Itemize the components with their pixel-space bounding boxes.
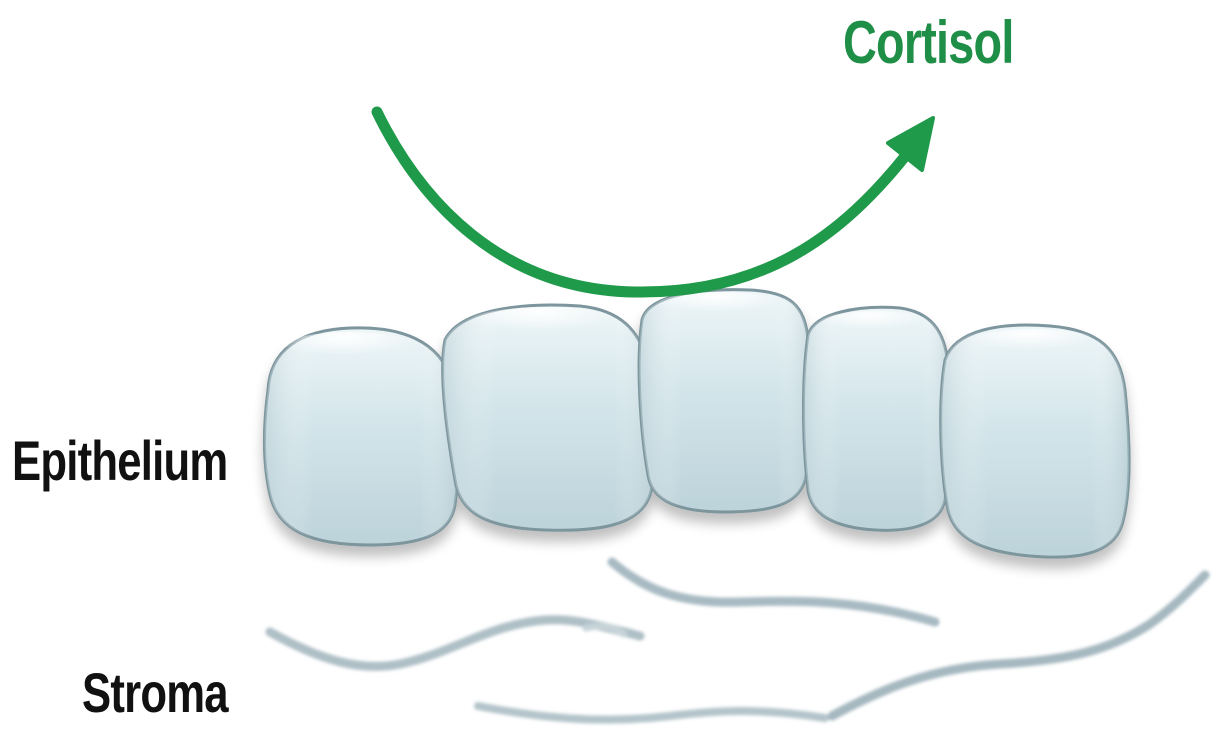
epithelium-cells — [265, 290, 1130, 558]
cortisol-arrow — [377, 112, 933, 292]
epithelial-cell — [265, 328, 460, 545]
epithelial-cell — [941, 325, 1129, 557]
stroma-fibers — [270, 562, 1205, 720]
epithelial-cell — [804, 307, 951, 530]
epithelial-cell — [443, 305, 656, 530]
stroma-fiber — [832, 575, 1205, 716]
epithelial-cell — [639, 290, 812, 512]
stroma-label: Stroma — [82, 660, 228, 725]
stroma-fiber — [612, 562, 935, 622]
cortisol-label: Cortisol — [843, 8, 1014, 77]
arrow-shaft — [377, 112, 910, 292]
stroma-fiber — [478, 706, 825, 720]
stroma-fiber — [586, 626, 624, 634]
epithelium-label: Epithelium — [12, 428, 227, 493]
